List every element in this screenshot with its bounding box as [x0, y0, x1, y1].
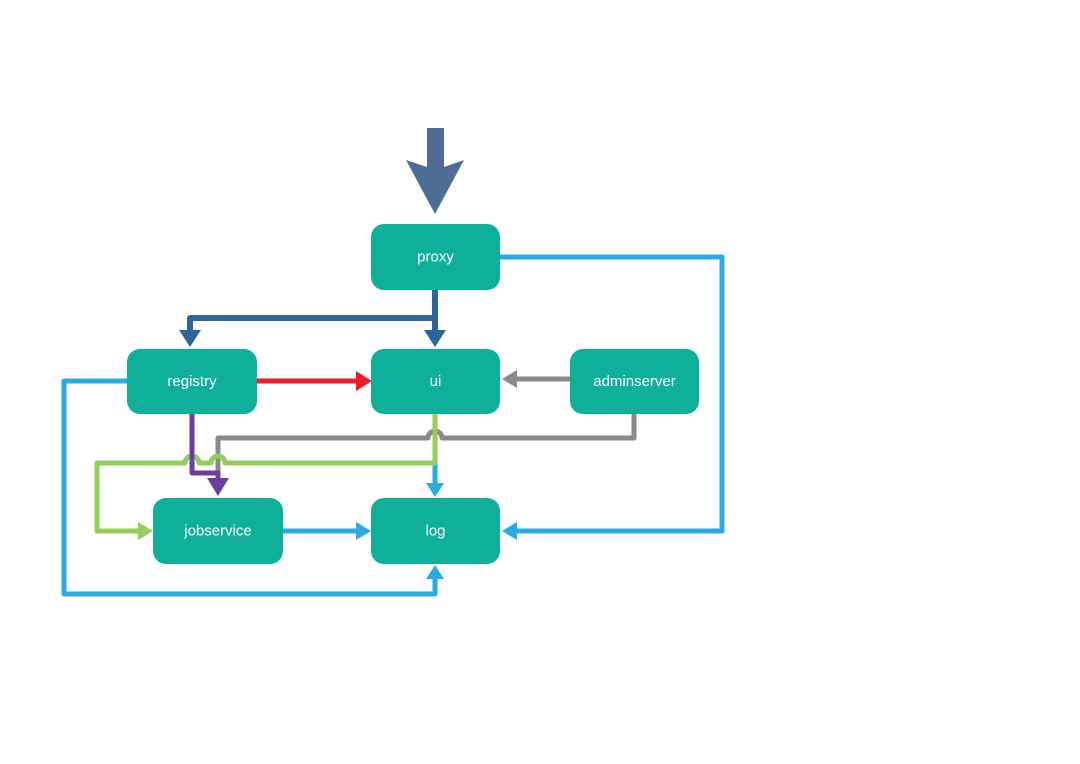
- node-log-label: log: [425, 523, 445, 540]
- arrowhead-proxy-to-registry-icon: [179, 330, 201, 347]
- arrowhead-ui-to-jobservice-icon: [138, 522, 153, 540]
- edge-proxy-to-registry: [187, 315, 435, 331]
- node-registry-label: registry: [167, 373, 217, 390]
- node-jobservice: jobservice: [153, 498, 283, 564]
- node-ui-label: ui: [430, 373, 442, 390]
- node-ui: ui: [371, 349, 500, 414]
- node-adminserver: adminserver: [570, 349, 699, 414]
- edge-registry-to-log: [61, 378, 438, 597]
- node-log: log: [371, 498, 500, 564]
- node-jobservice-box: [153, 498, 283, 564]
- node-registry: registry: [127, 349, 257, 414]
- edge-proxy-to-log: [500, 254, 725, 534]
- node-registry-box: [127, 349, 257, 414]
- arrowhead-jobservice-to-log-icon: [356, 522, 371, 540]
- edge-registry-to-jobservice: [189, 414, 221, 479]
- node-adminserver-box: [570, 349, 699, 414]
- arrowhead-ui-to-log-icon: [426, 483, 444, 497]
- arrowhead-registry-to-ui-icon: [356, 371, 372, 391]
- arrowhead-registry-to-jobservice-icon: [207, 478, 229, 496]
- node-jobservice-label: jobservice: [183, 523, 252, 540]
- node-proxy-label: proxy: [417, 249, 454, 266]
- edge-ui-to-jobservice: [94, 414, 438, 534]
- arrowhead-proxy-to-ui-icon: [424, 330, 446, 347]
- arrowhead-entry-into-proxy-icon: [406, 128, 464, 214]
- arrowhead-proxy-to-log-icon: [502, 522, 517, 540]
- arrowhead-registry-to-log-icon: [426, 565, 444, 579]
- edge-adminserver-to-jobservice: [215, 414, 637, 492]
- node-adminserver-label: adminserver: [593, 373, 676, 390]
- node-proxy: proxy: [371, 224, 500, 290]
- node-ui-box: [371, 349, 500, 414]
- node-proxy-box: [371, 224, 500, 290]
- arrowhead-adminserver-to-ui-icon: [502, 370, 517, 388]
- node-log-box: [371, 498, 500, 564]
